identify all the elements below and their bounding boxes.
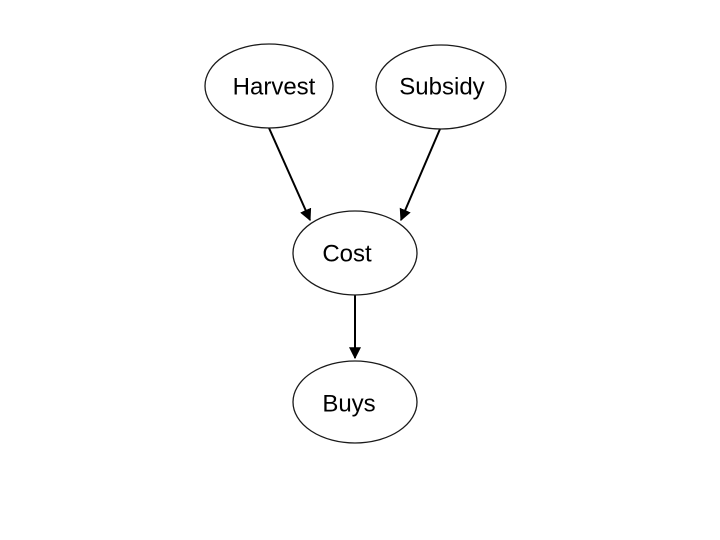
edge-harvest-to-cost xyxy=(268,127,312,222)
node-subsidy-label: Subsidy xyxy=(399,74,484,101)
edge-subsidy-to-cost xyxy=(399,128,441,222)
node-cost-label: Cost xyxy=(322,241,372,268)
node-harvest: Harvest xyxy=(204,43,334,129)
node-subsidy: Subsidy xyxy=(375,44,507,130)
node-buys-label: Buys xyxy=(322,391,375,418)
node-buys: Buys xyxy=(292,360,418,444)
node-harvest-label: Harvest xyxy=(233,74,316,101)
node-cost: Cost xyxy=(292,210,418,296)
